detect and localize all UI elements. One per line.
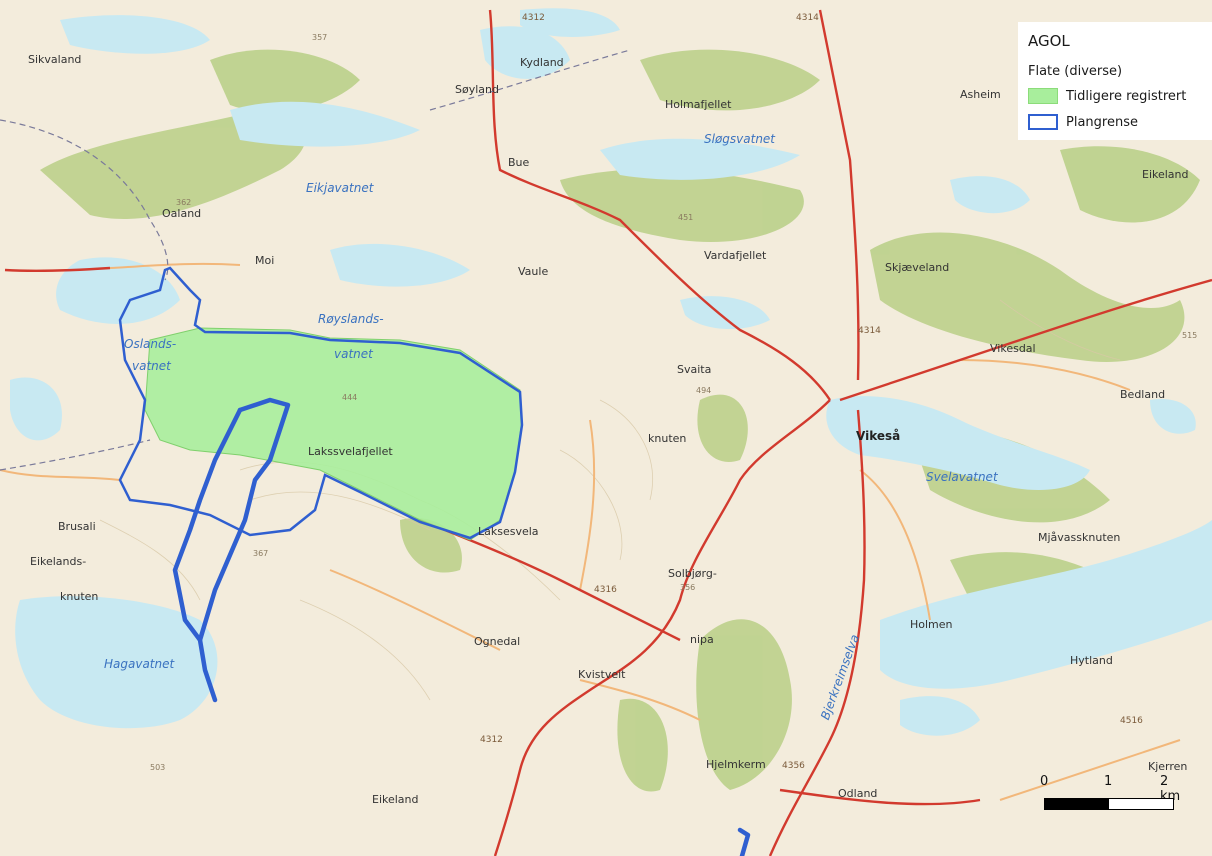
water-label: vatnet	[132, 359, 172, 373]
scale-label-1: 1	[1104, 774, 1113, 789]
road-number: 4316	[594, 585, 617, 595]
minor-roads	[0, 262, 1181, 801]
place-label: Odland	[838, 787, 877, 800]
place-label: Svaita	[677, 363, 711, 376]
water-label: vatnet	[334, 347, 374, 361]
place-label: Vikesdal	[990, 342, 1036, 355]
place-label: nipa	[690, 633, 714, 646]
place-label: Hytland	[1070, 654, 1113, 667]
place-label: Kvistveit	[578, 668, 626, 681]
place-label: Bue	[508, 156, 530, 169]
spot-height: 367	[253, 549, 268, 558]
place-label: Mjåvassknuten	[1038, 531, 1120, 544]
water-bodies	[10, 8, 1212, 736]
spot-height: 362	[176, 198, 191, 207]
legend-item-label: Plangrense	[1066, 114, 1138, 130]
place-label: Eikeland	[1142, 168, 1189, 181]
legend-swatch-plan-boundary	[1028, 114, 1058, 130]
water-label: Røyslands-	[318, 312, 384, 326]
spot-height: 503	[150, 763, 165, 772]
road-number: 4314	[796, 13, 819, 23]
place-label: Eikeland	[372, 793, 419, 806]
spot-heights: 357 362 451 444 494 356 367 503 515	[150, 33, 1197, 772]
spot-height: 515	[1182, 331, 1197, 340]
road-number: 4356	[782, 761, 805, 771]
place-label: Bedland	[1120, 388, 1165, 401]
scale-segment-black	[1044, 798, 1110, 810]
spot-height: 444	[342, 393, 357, 402]
admin-boundaries	[0, 49, 631, 471]
scale-bar: 0 1 2 km	[1040, 770, 1190, 820]
scale-label-0: 0	[1040, 774, 1049, 789]
spot-height: 357	[312, 33, 327, 42]
legend-item-plan-boundary: Plangrense	[1028, 114, 1138, 130]
place-label: Oaland	[162, 207, 201, 220]
map-legend: AGOL Flate (diverse) Tidligere registrer…	[1018, 22, 1212, 140]
legend-group-label: Flate (diverse)	[1028, 64, 1123, 79]
place-label: Holmen	[910, 618, 953, 631]
road-number: 4314	[858, 326, 881, 336]
legend-item-label: Tidligere registrert	[1066, 88, 1187, 104]
place-label-major: Vikeså	[856, 429, 900, 443]
plan-boundary-corridors[interactable]	[172, 397, 751, 856]
place-label: Brusali	[58, 520, 96, 533]
place-label: Hjelmkerm	[706, 758, 766, 771]
place-label: Lakssvelafjellet	[308, 445, 393, 458]
place-label: Sikvaland	[28, 53, 81, 66]
place-label: Holmafjellet	[665, 98, 732, 111]
place-label: Skjæveland	[885, 261, 949, 274]
road-number-labels: 4312 4314 4314 4312 4356 4316 4516	[480, 13, 1143, 771]
spot-height: 451	[678, 213, 693, 222]
spot-height: 494	[696, 386, 711, 395]
place-label: knuten	[648, 432, 686, 445]
water-label: Svelavatnet	[926, 470, 999, 484]
water-label: Oslands-	[124, 337, 176, 351]
legend-swatch-registered	[1028, 88, 1058, 104]
place-label: Søyland	[455, 83, 499, 96]
place-label: Solbjørg-	[668, 567, 717, 580]
spot-height: 356	[680, 583, 695, 592]
main-roads	[4, 9, 1212, 856]
water-label: Hagavatnet	[104, 657, 175, 671]
water-label: Eikjavatnet	[306, 181, 375, 195]
legend-title: AGOL	[1028, 32, 1070, 50]
place-label: knuten	[60, 590, 98, 603]
scale-segment-white	[1108, 798, 1174, 810]
road-number: 4312	[480, 735, 503, 745]
water-label: Sløgsvatnet	[704, 132, 776, 146]
place-label: Ognedal	[474, 635, 520, 648]
plan-boundary-polygon[interactable]	[118, 266, 524, 540]
place-label: Laksesvela	[478, 525, 539, 538]
place-label: Asheim	[960, 88, 1001, 101]
place-label: Vardafjellet	[704, 249, 767, 262]
place-label: Kjerren	[1148, 760, 1187, 773]
place-label: Eikelands-	[30, 555, 86, 568]
place-label: Moi	[255, 254, 274, 267]
road-number: 4312	[522, 13, 545, 23]
place-labels: Sikvaland Kydland Søyland Holmafjellet A…	[28, 53, 1189, 806]
road-number: 4516	[1120, 716, 1143, 726]
legend-item-registered: Tidligere registrert	[1028, 88, 1186, 104]
place-label: Vaule	[518, 265, 548, 278]
place-label: Kydland	[520, 56, 564, 69]
